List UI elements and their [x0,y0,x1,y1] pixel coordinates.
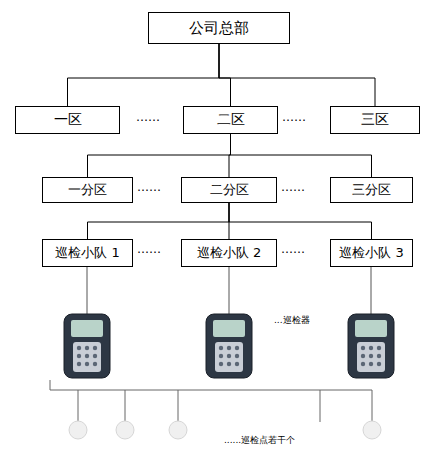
checkpoint-circle [69,421,87,439]
note-text: ...巡检器 [274,314,310,327]
ellipsis-mark: …… [136,110,160,124]
ellipsis-mark: …… [281,242,305,256]
org-box: 三分区 [330,177,413,203]
device-body [64,314,110,378]
box-label: 二区 [217,111,245,129]
box-label: 二分区 [210,181,249,199]
org-box: 公司总部 [148,12,290,44]
device-screen [71,320,103,337]
box-label: 一分区 [68,181,107,199]
checkpoint-bus [50,380,372,422]
org-box: 二分区 [181,177,277,203]
device-lead [229,267,230,314]
org-box: 一区 [15,106,120,134]
patrol-device [64,314,110,378]
org-box: 二区 [183,106,278,134]
box-label: 一区 [54,111,82,129]
org-box: 巡检小队 3 [330,239,413,267]
device-lead [371,267,372,314]
patrol-device [206,314,252,378]
bus-line [50,390,372,391]
tree-connector [88,203,230,239]
box-label: 三区 [361,111,389,129]
ellipsis-mark: …… [281,180,305,194]
bus-tick [50,380,51,390]
org-box: 巡检小队 2 [181,239,277,267]
device-keys [77,346,97,366]
device-keypad [215,342,243,372]
device-lead [87,267,88,314]
bus-drop [372,390,373,421]
device-leads [87,267,371,314]
tree-connector [229,203,372,239]
org-box: 巡检小队 1 [42,239,133,267]
device-body [206,314,252,378]
box-label: 三分区 [352,181,391,199]
ellipsis-mark: …… [282,110,306,124]
checkpoint-circle [116,421,134,439]
box-label: 巡检小队 3 [339,244,403,262]
box-label: 巡检小队 1 [55,244,119,262]
device-keypad [73,342,101,372]
device-screen [355,320,387,337]
ellipsis-mark: …… [137,180,161,194]
checkpoint-circle [363,421,381,439]
tree-connector [219,44,231,106]
bus-drop [78,390,79,421]
box-label: 巡检小队 2 [197,244,261,262]
org-box: 三区 [330,106,420,134]
device-keypad [357,342,385,372]
tree-connector [219,44,375,106]
bus-drop [125,390,126,421]
note-text: ......巡检点若干个 [224,434,295,447]
device-keys [361,346,381,366]
box-label: 公司总部 [189,19,249,38]
device-keys [219,346,239,366]
device-body [348,314,394,378]
ellipsis-mark: …… [137,242,161,256]
device-screen [213,320,245,337]
bus-drop [320,390,321,422]
bus-drop [178,390,179,421]
checkpoint-circle [169,421,187,439]
tree-connector [68,44,220,106]
tree-connector [88,134,231,177]
patrol-device [348,314,394,378]
org-box: 一分区 [42,177,133,203]
tree-connector [231,134,372,177]
